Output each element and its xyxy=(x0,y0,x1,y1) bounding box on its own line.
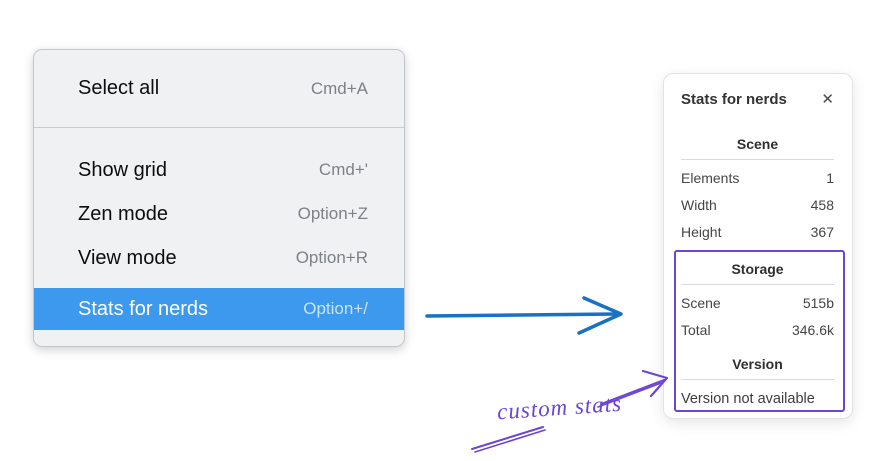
stat-value: 367 xyxy=(810,223,834,240)
menu-item-shortcut: Option+Z xyxy=(297,204,368,223)
annotation-tail-stroke xyxy=(474,429,546,453)
annotation-shaft-stroke xyxy=(600,379,665,405)
annotation-shaft-stroke xyxy=(597,382,662,408)
stat-label: Width xyxy=(681,196,717,213)
menu-item-shortcut: Option+/ xyxy=(303,299,368,318)
menu-item-shortcut: Cmd+A xyxy=(310,78,368,98)
annotation-tail-stroke xyxy=(471,426,544,450)
menu-divider xyxy=(34,127,404,128)
stat-label: Total xyxy=(681,321,711,338)
stat-value: 1 xyxy=(826,169,834,186)
stat-value: 458 xyxy=(810,196,834,213)
menu-item-zen-mode[interactable]: Zen mode Option+Z xyxy=(34,192,404,236)
section-heading: Scene xyxy=(736,136,779,152)
stat-row: Total 346.6k xyxy=(681,316,834,343)
stat-row: Height 367 xyxy=(681,218,834,245)
section-divider xyxy=(681,284,834,285)
context-menu: Select all Cmd+A Show grid Cmd+' Zen mod… xyxy=(33,49,405,347)
menu-item-label: View mode xyxy=(78,246,177,269)
stats-section-version: Version Version not available xyxy=(681,353,834,412)
menu-item-label: Stats for nerds xyxy=(78,297,209,320)
section-heading: Storage xyxy=(731,261,784,277)
menu-item-stats-for-nerds[interactable]: Stats for nerds Option+/ xyxy=(34,288,404,330)
menu-item-select-all[interactable]: Select all Cmd+A xyxy=(34,50,404,127)
arrow-head xyxy=(577,296,623,335)
stat-value: 515b xyxy=(802,294,834,311)
stat-label: Elements xyxy=(681,169,740,186)
stats-panel-title: Stats for nerds xyxy=(681,90,787,108)
version-note: Version not available xyxy=(681,390,815,407)
section-rows: Elements 1 Width 458 Height 367 xyxy=(681,164,834,245)
menu-group: Show grid Cmd+' Zen mode Option+Z View m… xyxy=(34,128,404,346)
arrow-shaft xyxy=(425,312,619,318)
section-divider xyxy=(681,379,834,380)
stat-row: Elements 1 xyxy=(681,164,834,191)
stats-section-scene: Scene Elements 1 Width 458 Height 367 xyxy=(681,133,834,245)
stat-label: Scene xyxy=(681,294,721,311)
stat-row: Width 458 xyxy=(681,191,834,218)
stat-label: Height xyxy=(681,223,722,240)
stat-value: 346.6k xyxy=(791,321,834,338)
stats-section-storage: Storage Scene 515b Total 346.6k xyxy=(681,258,834,343)
menu-item-shortcut: Option+R xyxy=(295,248,368,267)
menu-item-show-grid[interactable]: Show grid Cmd+' xyxy=(34,148,404,192)
stats-panel: Stats for nerds ✕ Scene Elements 1 Width… xyxy=(663,73,853,419)
menu-item-view-mode[interactable]: View mode Option+R xyxy=(34,236,404,280)
stat-row: Scene 515b xyxy=(681,289,834,316)
menu-item-label: Zen mode xyxy=(78,202,169,225)
menu-item-shortcut: Cmd+' xyxy=(318,160,368,179)
section-rows: Scene 515b Total 346.6k xyxy=(681,289,834,343)
annotation-label: custom stats xyxy=(496,390,623,425)
close-icon[interactable]: ✕ xyxy=(821,90,834,108)
stats-panel-header: Stats for nerds ✕ xyxy=(681,88,834,110)
section-heading: Version xyxy=(732,356,783,372)
menu-item-label: Show grid xyxy=(78,158,167,181)
menu-item-label: Select all xyxy=(78,77,160,99)
section-divider xyxy=(681,159,834,160)
